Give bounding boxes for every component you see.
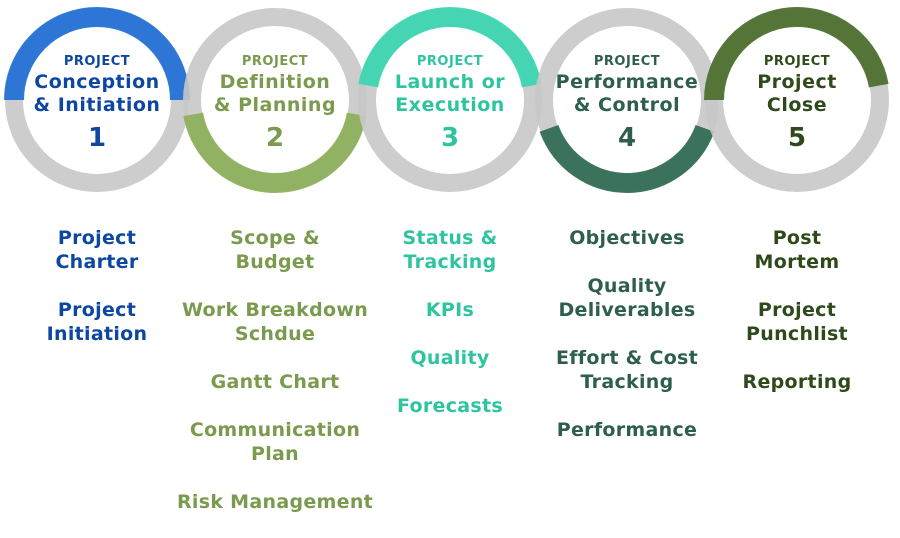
- list-item-line: Punchlist: [746, 323, 848, 345]
- phase-arc-5: [704, 7, 889, 101]
- phase-title-line: Execution: [395, 94, 505, 116]
- list-item-line: Effort & Cost: [555, 347, 699, 369]
- list-item: KPIs: [340, 298, 560, 322]
- list-item-line: Quality: [587, 275, 667, 297]
- phase-title-line: & Planning: [213, 94, 337, 116]
- phase-kicker: PROJECT: [63, 54, 131, 69]
- list-item: Scope &Budget: [165, 226, 385, 274]
- phase-title-line: Project: [757, 71, 837, 93]
- list-item-line: Project: [57, 299, 137, 321]
- list-item-line: Reporting: [742, 371, 852, 393]
- list-item-line: Deliverables: [558, 299, 696, 321]
- phase-arc-2: [183, 112, 367, 193]
- list-item: Gantt Chart: [165, 370, 385, 394]
- phase-number: 2: [265, 123, 285, 153]
- list-item-line: Forecasts: [396, 395, 503, 417]
- phase-center-4: [555, 28, 699, 172]
- phase-label-1: PROJECT Conception& Initiation 1: [22, 54, 172, 153]
- phase-label-2: PROJECT Definition& Planning 2: [200, 54, 350, 153]
- phase-arc-4: [539, 124, 715, 193]
- phase-title-line: & Initiation: [33, 94, 161, 116]
- list-item: Quality: [340, 346, 560, 370]
- phase-title-line: Conception: [34, 71, 160, 93]
- list-item: Communication Plan: [165, 418, 385, 466]
- list-item: Status &Tracking: [340, 226, 560, 274]
- list-item-line: Risk Management: [176, 491, 374, 513]
- list-item: Performance: [517, 418, 737, 442]
- phase-rings: [4, 7, 889, 193]
- phase-kicker: PROJECT: [763, 54, 831, 69]
- phase-title-line: Definition: [219, 71, 331, 93]
- phase-kicker: PROJECT: [416, 54, 484, 69]
- phase-center-5: [725, 28, 869, 172]
- list-item-line: Status &: [402, 227, 498, 249]
- phase-number: 4: [617, 123, 637, 153]
- list-item-line: KPIs: [425, 299, 475, 321]
- phase-center-3: [378, 28, 522, 172]
- list-item: Risk Management: [165, 490, 385, 514]
- phase-label-4: PROJECT Performance& Control 4: [552, 54, 702, 153]
- list-item-line: Objectives: [569, 227, 685, 249]
- phase-title-line: Performance: [555, 71, 699, 93]
- phase-kicker: PROJECT: [593, 54, 661, 69]
- list-item-line: Tracking: [403, 251, 497, 273]
- list-item-line: Post: [772, 227, 822, 249]
- list-item: Objectives: [517, 226, 737, 250]
- list-item-line: Project: [757, 299, 837, 321]
- phase-arc-3: [358, 7, 542, 88]
- phase-number: 3: [440, 123, 460, 153]
- list-item-line: Charter: [55, 251, 139, 273]
- list-item-line: Budget: [235, 251, 315, 273]
- list-item-line: Performance: [556, 419, 698, 441]
- list-item-line: Project: [57, 227, 137, 249]
- list-item-line: Scope &: [230, 227, 320, 249]
- list-item-line: Initiation: [46, 323, 148, 345]
- list-item-line: Tracking: [580, 371, 674, 393]
- list-item-line: Gantt Chart: [210, 371, 340, 393]
- phase-center-1: [25, 28, 169, 172]
- phase-number: 1: [87, 123, 107, 153]
- list-item-line: Communication Plan: [189, 419, 361, 465]
- list-item-line: Schdue: [234, 323, 316, 345]
- list-item-line: Work Breakdown: [181, 299, 369, 321]
- phase-title-line: Launch or: [394, 71, 506, 93]
- phase-arc-1: [4, 7, 190, 101]
- phase-kicker: PROJECT: [241, 54, 309, 69]
- phase-number: 5: [787, 123, 807, 153]
- phase-title-line: & Control: [573, 94, 681, 116]
- phase-title-line: Close: [766, 94, 828, 116]
- list-item: Forecasts: [340, 394, 560, 418]
- list-item: Reporting: [687, 370, 900, 394]
- list-item-line: Mortem: [754, 251, 840, 273]
- list-item-line: Quality: [410, 347, 490, 369]
- phase-center-2: [203, 28, 347, 172]
